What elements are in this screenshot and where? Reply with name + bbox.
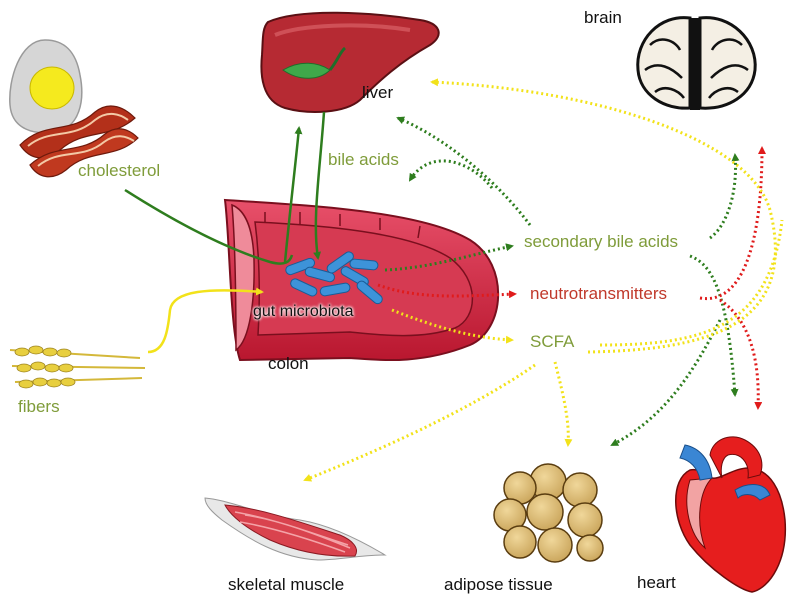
arrow-scfa-muscle [303,363,536,482]
muscle-icon [204,497,387,561]
label-skeletal-muscle: skeletal muscle [228,575,345,594]
label-brain: brain [584,8,622,27]
arrow-sba-brain [709,153,740,240]
liver-icon [260,11,440,113]
label-liver: liver [362,83,394,102]
bacon-icon [19,105,139,178]
label-scfa: SCFA [530,332,575,351]
label-heart: heart [637,573,676,592]
label-neurotransmitters: neutrotransmitters [530,284,667,303]
arrow-gut-nt [377,283,517,299]
arrow-gut-scfa [391,308,514,344]
label-fibers: fibers [18,397,60,416]
heart-icon [675,436,787,593]
arrow-nt-heart [719,298,763,410]
arrow-nt-brain [699,146,766,301]
arrow-sba-heart [689,254,739,397]
label-bile-acids: bile acids [328,150,399,169]
arrow-gut-sba [384,243,514,272]
arrow-gut-liver [283,126,303,263]
label-secondary-bile-acids: secondary bile acids [524,232,679,251]
brain-icon [636,16,757,110]
label-colon: colon [268,354,309,373]
arrow-scfa-brain [430,78,777,354]
adipose-icon [493,463,604,563]
bacteria-icon [285,251,383,305]
arrows [124,78,784,482]
label-adipose-tissue: adipose tissue [444,575,553,594]
arrow-cholesterol-gut [124,188,294,265]
arrow-scfa-heart [599,219,784,347]
label-cholesterol: cholesterol [78,161,161,180]
label-gut-microbiota: gut microbiota [253,303,354,320]
arrow-sba-liver [396,116,532,226]
arrow-sba-bileacids [408,159,494,189]
arrow-scfa-adipose [553,361,573,447]
arrow-liver-gut [313,111,326,260]
wheat-icon [9,345,146,389]
arrow-fibers-gut [147,287,264,354]
egg-icon [9,39,83,134]
